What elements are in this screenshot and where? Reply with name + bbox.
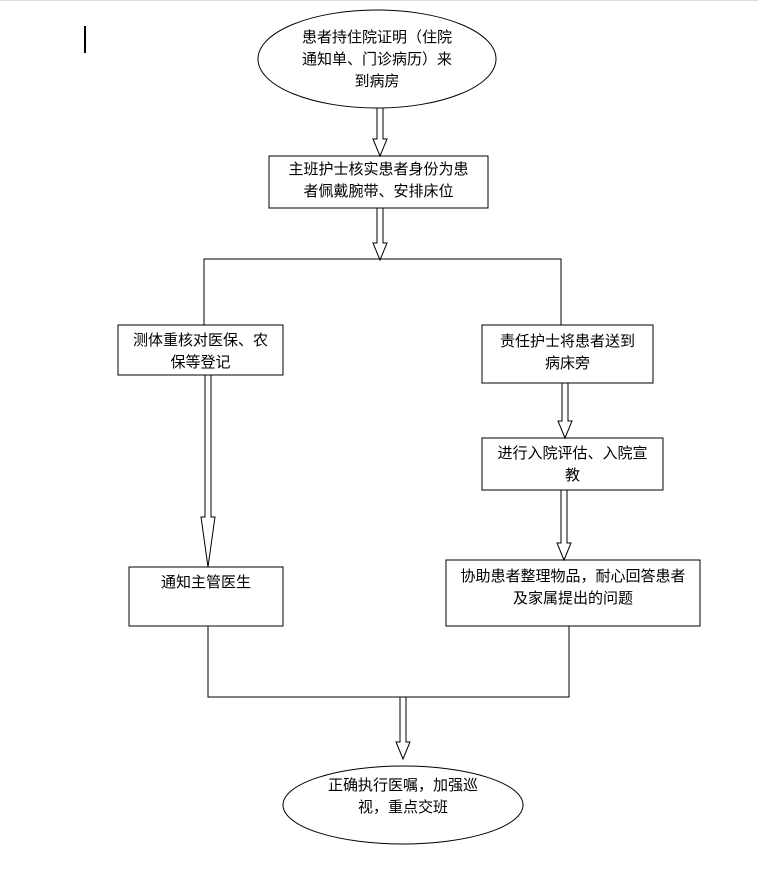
end-ellipse [282, 765, 524, 845]
arrow-start-to-verify [372, 107, 388, 158]
assist-text: 协助患者整理物品，耐心回答患者 及家属提出的问题 [460, 567, 686, 607]
verify-box [268, 155, 489, 209]
text-cursor [84, 26, 86, 53]
assess-box [481, 437, 664, 491]
measure-text: 测体重核对医保、农 保等登记 [132, 331, 268, 371]
arrow-escort-to-assess [557, 382, 573, 440]
merge-connector [207, 626, 570, 698]
arrow-merge-to-end [395, 696, 411, 761]
page-top-border [0, 0, 758, 1]
start-text: 患者持住院证明（住院 通知单、门诊病历）来 到病房 [301, 28, 452, 90]
notify-text: 通知主管医生 [160, 573, 251, 591]
split-connector [203, 258, 562, 325]
escort-box [481, 324, 654, 384]
escort-text: 责任护士将患者送到 病床旁 [499, 332, 635, 372]
arrow-assess-to-assist [556, 489, 572, 562]
verify-text: 主班护士核实患者身份为患 者佩戴腕带、安排床位 [288, 160, 469, 200]
arrow-verify-to-split [372, 207, 388, 262]
notify-box [128, 566, 284, 627]
end-text: 正确执行医嘱，加强巡 视，重点交班 [327, 776, 478, 816]
assist-box [445, 559, 701, 627]
measure-box [117, 324, 284, 376]
arrow-measure-to-notify [200, 374, 216, 568]
assess-text: 进行入院评估、入院宣 教 [497, 444, 648, 484]
